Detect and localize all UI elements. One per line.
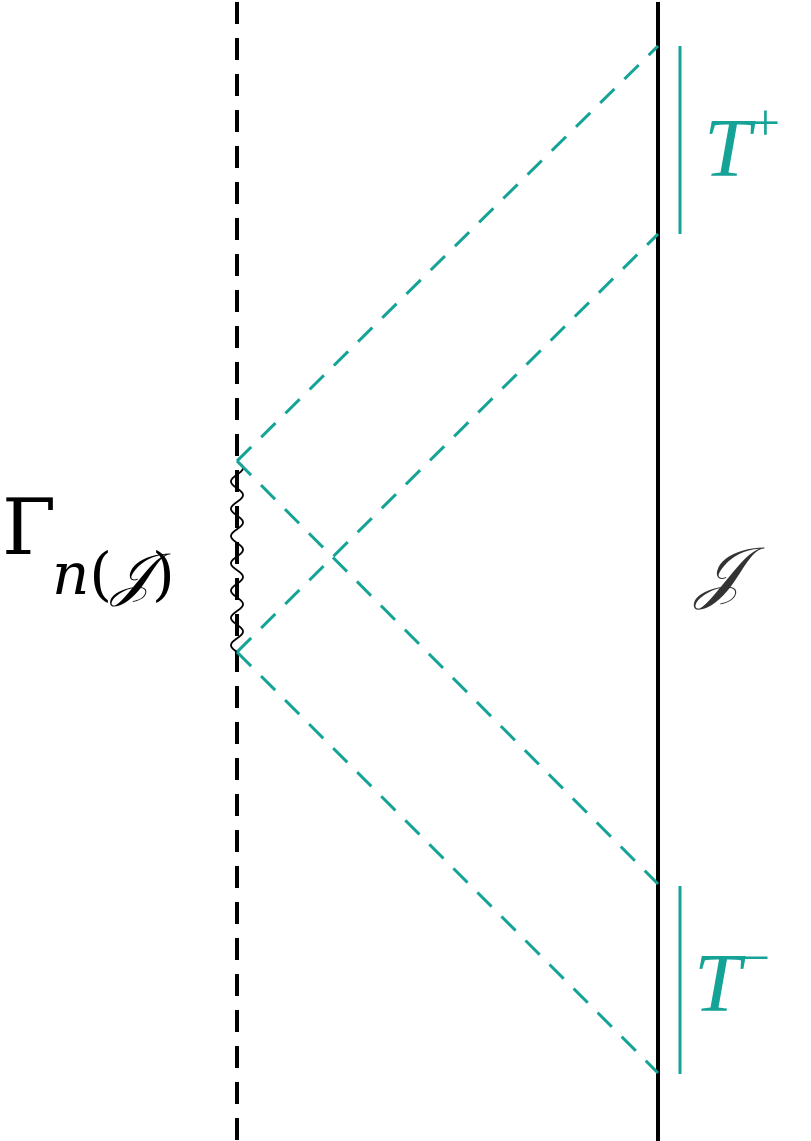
t-plus-superscript: + [751,95,780,152]
ray-top-outgoing-lower [235,232,660,654]
t-plus-label: T+ [704,95,780,195]
ray-incoming-upper [235,459,660,886]
boundary-label: 𝒥 [693,534,765,610]
t-minus-base: T [694,937,746,1030]
gamma-symbol: Γ [2,483,56,573]
t-plus-base: T [704,102,756,195]
gamma-subscript: n(𝒥) [52,540,175,608]
null-rays [235,44,660,1075]
gamma-subscript-open: ( [89,540,112,608]
ray-incoming-lower [235,650,660,1075]
ray-top-outgoing-upper [235,44,660,463]
gamma-label: Γ [2,483,56,573]
t-minus-label: T− [694,930,770,1030]
wavy-segment [230,460,244,653]
gamma-subscript-n: n [52,540,89,608]
t-minus-superscript: − [741,930,770,987]
gamma-subscript-close: ) [152,540,175,608]
